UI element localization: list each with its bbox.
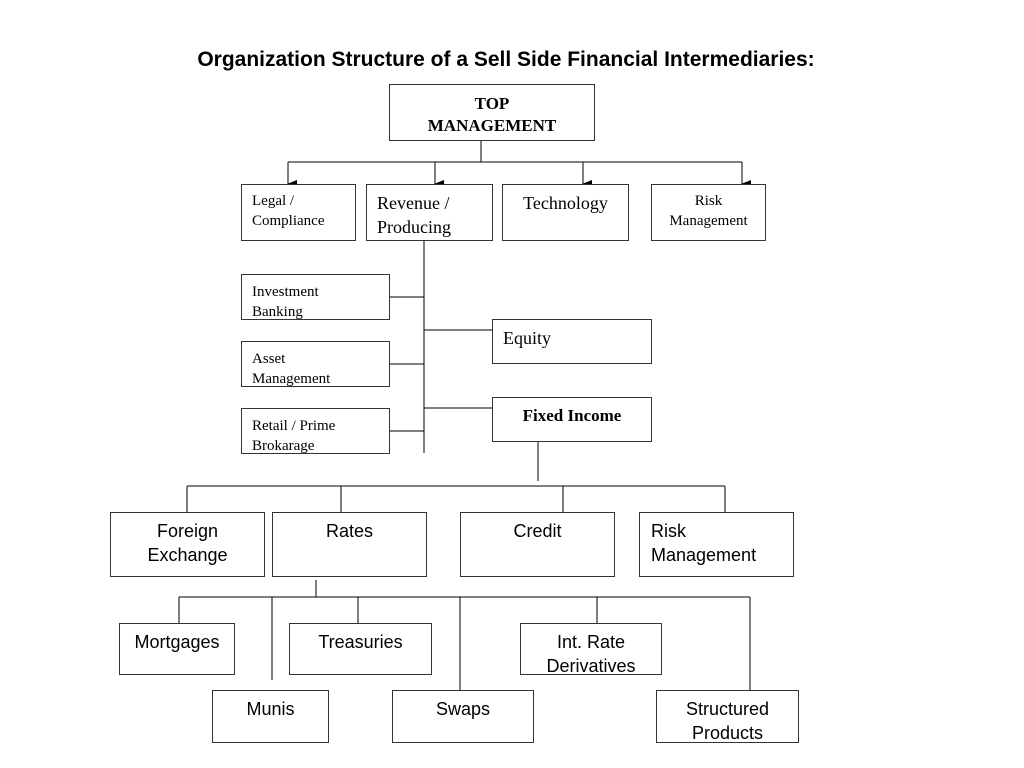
- node-credit: Credit: [460, 512, 615, 577]
- node-retail-prime-brokerage: Retail / Prime Brokarage: [241, 408, 390, 454]
- node-munis: Munis: [212, 690, 329, 743]
- node-risk-management-top: Risk Management: [651, 184, 766, 241]
- node-fixed-income: Fixed Income: [492, 397, 652, 442]
- node-equity: Equity: [492, 319, 652, 364]
- node-top-management: TOP MANAGEMENT: [389, 84, 595, 141]
- node-swaps: Swaps: [392, 690, 534, 743]
- node-legal-compliance: Legal / Compliance: [241, 184, 356, 241]
- node-rates: Rates: [272, 512, 427, 577]
- diagram-title: Organization Structure of a Sell Side Fi…: [197, 48, 815, 71]
- node-foreign-exchange: Foreign Exchange: [110, 512, 265, 577]
- node-technology: Technology: [502, 184, 629, 241]
- node-asset-management: Asset Management: [241, 341, 390, 387]
- node-mortgages: Mortgages: [119, 623, 235, 675]
- node-int-rate-derivatives: Int. Rate Derivatives: [520, 623, 662, 676]
- node-revenue-producing: Revenue / Producing: [366, 184, 493, 241]
- node-risk-management-fi: Risk Management: [639, 512, 794, 577]
- node-investment-banking: Investment Banking: [241, 274, 390, 320]
- node-structured-products: Structured Products: [656, 690, 799, 743]
- node-treasuries: Treasuries: [289, 623, 432, 675]
